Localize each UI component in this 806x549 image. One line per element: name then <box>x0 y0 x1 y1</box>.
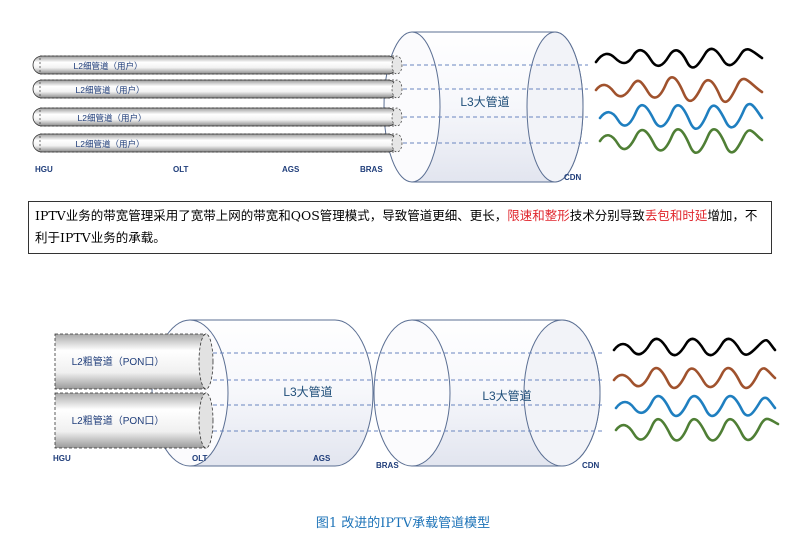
node-label-ags: AGS <box>282 165 300 174</box>
node-label-cdn: CDN <box>582 461 600 470</box>
wave-blue <box>598 102 764 130</box>
l2-thin-pipe-label: L2细管道（用户） <box>76 85 145 95</box>
l2-thin-pipe: L2细管道（用户） <box>32 79 403 99</box>
l2-thin-pipe: L2细管道（用户） <box>32 107 403 127</box>
wave-blue <box>614 394 777 418</box>
node-label-hgu: HGU <box>35 165 53 174</box>
l3-pipe-label: L3大管道 <box>482 388 531 403</box>
wave-green <box>598 128 764 154</box>
diagram1: L3大管道 L2细管道（用户） L2细管道（用户） <box>32 31 764 183</box>
node-label-bras: BRAS <box>360 165 383 174</box>
flow-lines-1 <box>396 64 588 144</box>
l2-thin-pipe: L2细管道（用户） <box>32 133 403 153</box>
l2-thin-pipe-label: L2细管道（用户） <box>78 113 147 123</box>
l2-thin-pipe-label: L2细管道（用户） <box>74 61 143 71</box>
node-label-olt: OLT <box>192 454 208 463</box>
node-labels-2: HGU OLT AGS BRAS CDN <box>53 454 600 470</box>
diagram2: L2粗管道（PON口） L2粗管道（PON口） L3大管道 L3大管道 HGU … <box>53 319 780 470</box>
l3-big-pipe-2b <box>373 319 601 467</box>
explanation-note: IPTV业务的带宽管理采用了宽带上网的带宽和QOS管理模式，导致管道更细、更长，… <box>28 201 772 254</box>
node-label-hgu: HGU <box>53 454 71 463</box>
flow-lines-2 <box>206 352 603 432</box>
node-labels-1: HGU OLT AGS BRAS CDN <box>35 165 582 182</box>
figure-caption: 图1 改进的IPTV承载管道模型 <box>315 516 491 531</box>
l2-thick-pipe: L2粗管道（PON口） <box>54 333 214 390</box>
note-text: 增加，不利于IPTV业务的承载。 <box>35 208 758 245</box>
node-label-ags: AGS <box>313 454 331 463</box>
l2-thick-pipe-label: L2粗管道（PON口） <box>72 414 165 427</box>
l3-big-pipe-1: L3大管道 <box>383 31 584 183</box>
wave-black <box>612 337 777 357</box>
l2-thick-pipe-label: L2粗管道（PON口） <box>72 355 165 368</box>
l3-pipe-label: L3大管道 <box>283 384 332 399</box>
note-highlight-loss-delay: 丢包和时延 <box>644 208 708 223</box>
l2-thin-pipes: L2细管道（用户） L2细管道（用户） L2细管道（用户） L2细管道（用户） <box>32 55 403 153</box>
traffic-waves-1 <box>594 47 764 154</box>
wave-brown <box>612 366 777 390</box>
l2-thin-pipe: L2细管道（用户） <box>32 55 403 75</box>
node-label-cdn: CDN <box>564 173 582 182</box>
l2-thin-pipe-label: L2细管道（用户） <box>76 139 145 149</box>
node-label-olt: OLT <box>173 165 189 174</box>
l2-thick-pipes: L2粗管道（PON口） L2粗管道（PON口） <box>54 333 214 449</box>
wave-green <box>614 417 780 442</box>
wave-brown <box>594 76 764 104</box>
l2-thick-pipe: L2粗管道（PON口） <box>54 392 214 449</box>
note-text: 技术分别导致 <box>569 208 645 223</box>
node-label-bras: BRAS <box>376 461 399 470</box>
wave-black <box>594 47 764 69</box>
traffic-waves-2 <box>612 337 780 442</box>
note-highlight-rate-limit: 限速和整形 <box>507 208 570 223</box>
l3-pipe-label: L3大管道 <box>460 94 509 109</box>
note-text: IPTV业务的带宽管理采用了宽带上网的带宽和QOS管理模式，导致管道更细、更长， <box>35 208 508 223</box>
